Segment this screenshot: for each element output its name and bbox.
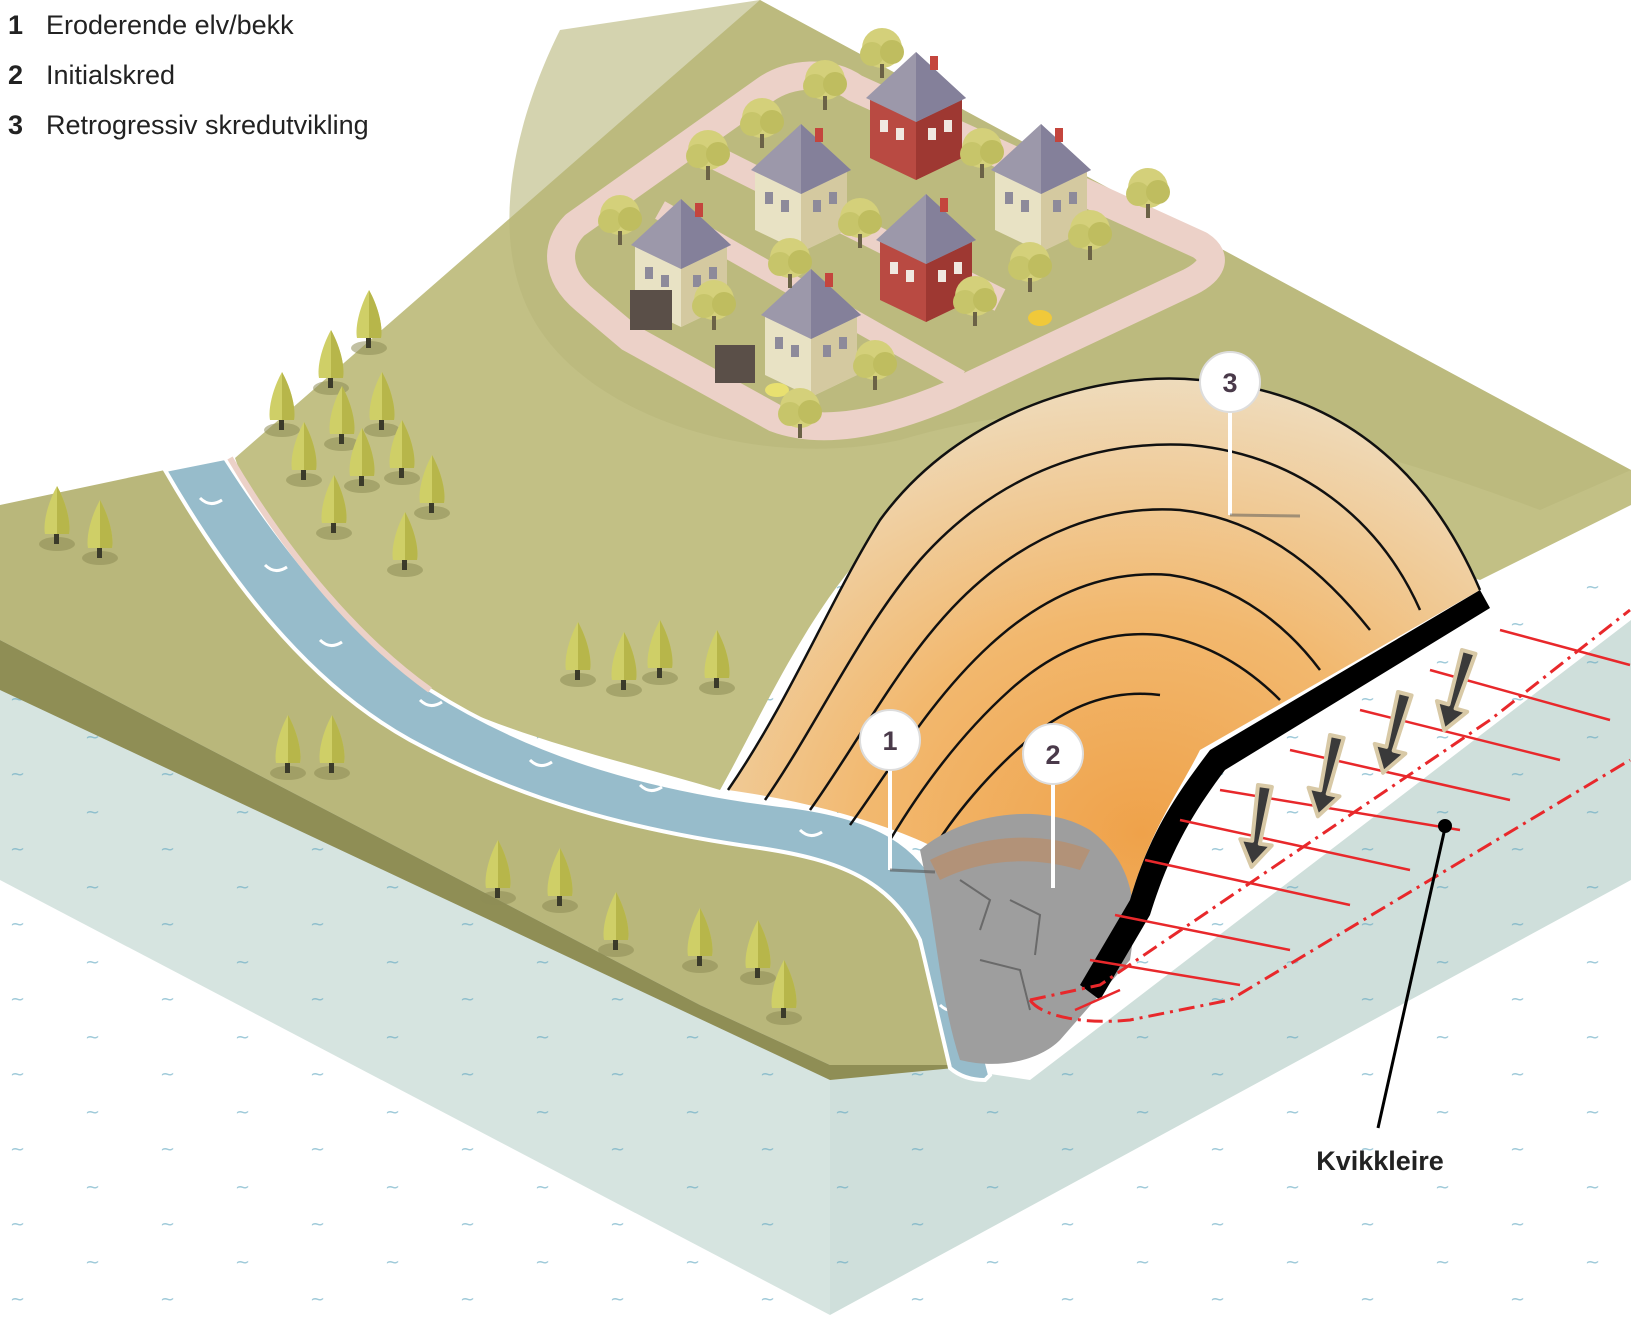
marker-1-label: 1 [882,726,897,756]
legend-text: Initialskred [46,59,176,90]
legend-item: 3 Retrogressiv skredutvikling [8,100,369,150]
marker-2: 2 [1022,723,1084,888]
legend-number: 2 [8,59,24,90]
legend-item: 2 Initialskred [8,50,369,100]
river [161,455,993,1083]
quick-clay-callout: Kvikkleire [1316,819,1452,1176]
legend-number: 1 [8,9,24,40]
legend-text: Eroderende elv/bekk [46,9,294,40]
legend-text: Retrogressiv skredutvikling [46,109,369,140]
legend-number: 3 [8,109,24,140]
legend-item: 1 Eroderende elv/bekk [8,0,369,50]
marker-1: 1 [859,709,936,874]
slip-surface-edge [1080,590,1490,1000]
river-ripples [198,496,963,1012]
legend: 1 Eroderende elv/bekk 2 Initialskred 3 R… [8,0,369,150]
houses [630,52,1091,397]
marker-3-label: 3 [1222,368,1237,398]
initial-slide-debris [920,813,1134,1064]
quick-clay-label: Kvikkleire [1316,1146,1444,1176]
marker-2-label: 2 [1045,740,1060,770]
landslide-scar [728,378,1480,985]
marker-3: 3 [1199,351,1301,518]
